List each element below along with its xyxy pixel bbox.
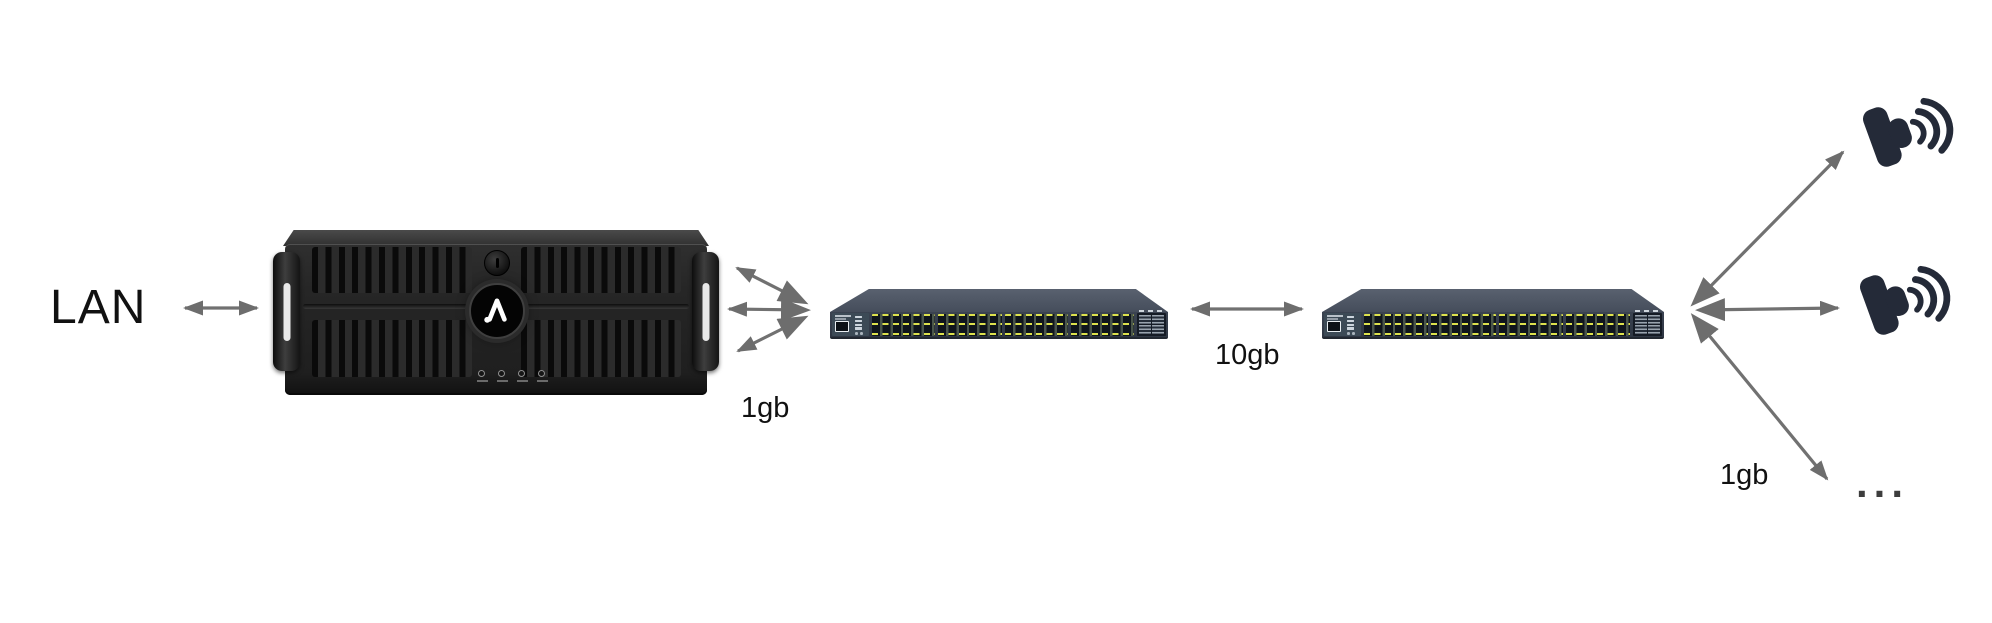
camera-link-speed-label: 1gb (1720, 459, 1769, 491)
wireless-camera-icon (1843, 250, 1959, 366)
port-group (1565, 313, 1630, 336)
server-led (517, 370, 528, 382)
sfp-uplink-ports (1137, 309, 1166, 336)
server-vent-grille (521, 247, 681, 293)
server-rack-handle-right (692, 252, 719, 371)
switch-model-text (1327, 318, 1338, 320)
ethernet-port-banks (1364, 313, 1630, 336)
console-port (835, 321, 849, 332)
server-vent-grille (521, 320, 681, 377)
switch-model-text (835, 318, 846, 320)
switch-top-face (830, 289, 1168, 312)
switch-brand-text (1327, 315, 1343, 317)
server-vent-grille (312, 247, 472, 293)
server-rack-handle-left (273, 252, 300, 371)
switch-reset-buttons (1347, 332, 1355, 335)
console-port (1327, 321, 1341, 332)
server-keylock (484, 250, 510, 276)
port-group (1004, 313, 1068, 336)
switch-status-leds (1347, 316, 1354, 330)
switch2-to-cameras-arrows (1690, 150, 1845, 481)
video-server (273, 228, 719, 397)
switch-front-panel (830, 309, 1168, 339)
server-led (477, 370, 488, 382)
server-uplink-speed-label: 1gb (741, 392, 790, 424)
switch-brand-text (835, 315, 851, 317)
more-cameras-ellipsis: ... (1856, 459, 1910, 506)
switch-reset-buttons (855, 332, 863, 335)
port-group (1364, 313, 1429, 336)
sfp-uplink-ports (1633, 309, 1662, 336)
port-group (1431, 313, 1496, 336)
lan-label: LAN (50, 281, 147, 334)
switch-status-leds (855, 316, 862, 330)
server-to-switch1-arrows (727, 266, 811, 353)
wireless-camera-icon (1846, 82, 1962, 198)
server-status-leds (477, 370, 548, 382)
server-brand-logo-icon (469, 283, 525, 339)
port-group (1070, 313, 1134, 336)
network-switch-1 (830, 289, 1168, 341)
server-vent-grille (312, 320, 472, 377)
network-switch-2 (1322, 289, 1664, 341)
switch-top-face (1322, 289, 1664, 312)
server-led (497, 370, 508, 382)
switch-front-panel (1322, 309, 1664, 339)
server-led (537, 370, 548, 382)
inter-switch-speed-label: 10gb (1215, 339, 1280, 371)
switch-management-panel (832, 313, 869, 336)
port-group (872, 313, 936, 336)
port-group (938, 313, 1002, 336)
port-group (1498, 313, 1563, 336)
switch-management-panel (1324, 313, 1361, 336)
ethernet-port-banks (872, 313, 1134, 336)
server-top-face (283, 230, 709, 246)
